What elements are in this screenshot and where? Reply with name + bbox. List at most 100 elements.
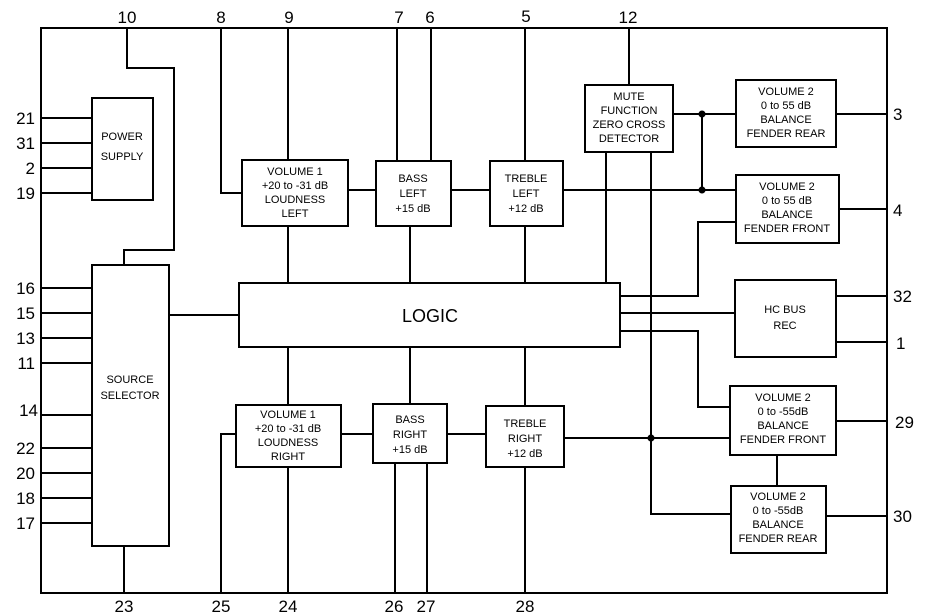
block-label: +20 to -31 dB — [255, 423, 321, 435]
block-label: FENDER REAR — [739, 533, 818, 545]
block-label: +15 dB — [392, 444, 427, 456]
block-label: RIGHT — [508, 433, 543, 445]
source-selector-block: SOURCE SELECTOR — [91, 264, 170, 547]
pin-label: 2 — [26, 159, 35, 178]
pin-label: 18 — [16, 489, 35, 508]
block-label: FENDER REAR — [747, 128, 826, 140]
block-label: LEFT — [513, 188, 540, 200]
block-label: VOLUME 2 — [750, 491, 806, 503]
junction-dot — [698, 110, 706, 118]
block-label: RIGHT — [271, 451, 306, 463]
pin-label: 32 — [893, 287, 912, 306]
block-label: REC — [773, 320, 796, 332]
block-label: 0 to 55 dB — [762, 195, 812, 207]
treble-right-block: TREBLE RIGHT +12 dB — [485, 405, 565, 468]
pin-label: 23 — [115, 597, 134, 616]
block-label: TREBLE — [505, 173, 548, 185]
block-label: BALANCE — [760, 114, 811, 126]
pin-label: 8 — [216, 8, 225, 27]
pin-label: 12 — [619, 8, 638, 27]
treble-left-block: TREBLE LEFT +12 dB — [489, 160, 564, 227]
block-label: BALANCE — [757, 420, 808, 432]
block-label: FENDER FRONT — [740, 434, 826, 446]
power-supply-block: POWER SUPPLY — [91, 97, 154, 201]
pin-label: 21 — [16, 109, 35, 128]
pin-label: 22 — [16, 439, 35, 458]
chip-outline — [40, 27, 888, 594]
bass-left-block: BASS LEFT +15 dB — [375, 160, 452, 227]
block-label: HC BUS — [764, 304, 806, 316]
pins-right: 3 4 32 1 29 30 — [893, 105, 914, 526]
block-label: SELECTOR — [100, 390, 159, 402]
pin-label: 10 — [118, 8, 137, 27]
block-label: VOLUME 2 — [759, 181, 815, 193]
logic-block: LOGIC — [238, 282, 621, 348]
block-label: LOUDNESS — [258, 437, 319, 449]
pin-label: 25 — [212, 597, 231, 616]
pin-label: 9 — [284, 8, 293, 27]
block-label: SOURCE — [106, 374, 153, 386]
block-label: +15 dB — [395, 203, 430, 215]
pin-label: 24 — [279, 597, 298, 616]
pin-label: 5 — [521, 7, 530, 26]
volume2-left-rear-block: VOLUME 2 0 to 55 dB BALANCE FENDER REAR — [735, 79, 837, 148]
pin-label: 7 — [394, 8, 403, 27]
pin-label: 19 — [16, 184, 35, 203]
pin-label: 30 — [893, 507, 912, 526]
pin-label: 16 — [16, 279, 35, 298]
pins-bottom: 23 25 24 26 27 28 — [115, 597, 535, 616]
block-label: BASS — [398, 173, 427, 185]
block-label: 0 to 55 dB — [761, 100, 811, 112]
pin-label: 29 — [895, 413, 914, 432]
pin-label: 17 — [16, 514, 35, 533]
block-label: VOLUME 1 — [267, 166, 323, 178]
block-label: LEFT — [282, 208, 309, 220]
block-label: MUTE — [613, 91, 644, 103]
hc-bus-block: HC BUS REC — [734, 279, 837, 358]
pin-label: 26 — [385, 597, 404, 616]
volume1-right-block: VOLUME 1 +20 to -31 dB LOUDNESS RIGHT — [235, 404, 342, 468]
pins-top: 10 8 9 7 6 5 12 — [118, 7, 638, 27]
volume2-right-rear-block: VOLUME 2 0 to -55dB BALANCE FENDER REAR — [730, 485, 827, 554]
volume2-left-front-block: VOLUME 2 0 to 55 dB BALANCE FENDER FRONT — [735, 174, 840, 244]
block-label: SUPPLY — [101, 151, 144, 163]
block-label: ZERO CROSS — [593, 119, 666, 131]
wiring — [41, 28, 887, 593]
pin-label: 6 — [425, 8, 434, 27]
pin-label: 28 — [516, 597, 535, 616]
pin-label: 11 — [17, 354, 35, 373]
pin-label: 1 — [896, 334, 905, 353]
block-label: VOLUME 1 — [260, 409, 316, 421]
block-label: TREBLE — [504, 418, 547, 430]
block-label: VOLUME 2 — [755, 392, 811, 404]
block-label: VOLUME 2 — [758, 86, 814, 98]
junction-dot — [647, 434, 655, 442]
block-label: RIGHT — [393, 429, 428, 441]
pins-left: 21 31 2 19 16 15 13 11 14 22 20 18 17 — [16, 109, 38, 533]
block-label: 0 to -55dB — [753, 505, 804, 517]
block-label: +12 dB — [507, 448, 542, 460]
pin-label: 20 — [16, 464, 35, 483]
block-label: +20 to -31 dB — [262, 180, 328, 192]
block-label: POWER — [101, 131, 143, 143]
pin-label: 27 — [417, 597, 436, 616]
block-label: BALANCE — [752, 519, 803, 531]
mute-function-block: MUTE FUNCTION ZERO CROSS DETECTOR — [584, 84, 674, 153]
block-label: BASS — [395, 414, 424, 426]
pin-label: 14 — [19, 401, 38, 420]
block-label: FENDER FRONT — [744, 223, 830, 235]
bass-right-block: BASS RIGHT +15 dB — [372, 403, 448, 464]
volume2-right-front-block: VOLUME 2 0 to -55dB BALANCE FENDER FRONT — [729, 385, 837, 456]
block-label: FUNCTION — [601, 105, 658, 117]
pin-label: 4 — [893, 201, 902, 220]
pin-label: 3 — [893, 105, 902, 124]
block-label: 0 to -55dB — [758, 406, 809, 418]
pin-label: 15 — [16, 304, 35, 323]
pin-label: 13 — [16, 329, 35, 348]
block-label: LOGIC — [402, 306, 458, 326]
volume1-left-block: VOLUME 1 +20 to -31 dB LOUDNESS LEFT — [241, 159, 349, 227]
block-label: LOUDNESS — [265, 194, 326, 206]
block-label: BALANCE — [761, 209, 812, 221]
pin-label: 31 — [16, 134, 35, 153]
